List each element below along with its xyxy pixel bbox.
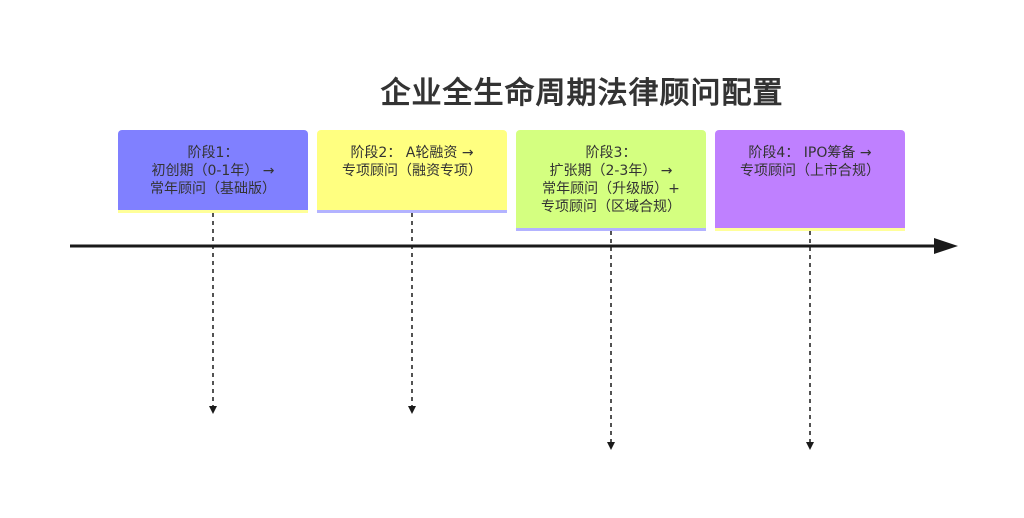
stage-1-box: 阶段1： 初创期（0-1年） → 常年顾问（基础版） [118,130,308,213]
stage-2-line-1: 阶段2： A轮融资 → [350,145,474,161]
stage-3-box: 阶段3： 扩张期（2-3年） → 常年顾问（升级版）+ 专项顾问（区域合规） [516,130,706,231]
stage-3-line-4: 专项顾问（区域合规） [541,199,681,215]
diagram-title: 企业全生命周期法律顾问配置 [380,76,784,111]
stage-4-line-2: 专项顾问（上市合规） [740,163,880,179]
stage-2-line-2: 专项顾问（融资专项） [342,163,482,179]
stage-1-line-3: 常年顾问（基础版） [150,181,276,197]
stage-1-line-1: 阶段1： [187,145,239,161]
stage-4-box: 阶段4： IPO筹备 → 专项顾问（上市合规） [715,130,905,231]
stage-1-line-2: 初创期（0-1年） → [151,163,275,179]
stage-3-line-2: 扩张期（2-3年） → [549,163,673,179]
stage-3-line-3: 常年顾问（升级版）+ [542,181,680,197]
timeline-arrowhead-icon [934,238,958,254]
stage-4-line-1: 阶段4： IPO筹备 → [748,145,872,161]
stage-2-box: 阶段2： A轮融资 → 专项顾问（融资专项） [317,130,507,213]
stage-3-line-1: 阶段3： [585,145,637,161]
